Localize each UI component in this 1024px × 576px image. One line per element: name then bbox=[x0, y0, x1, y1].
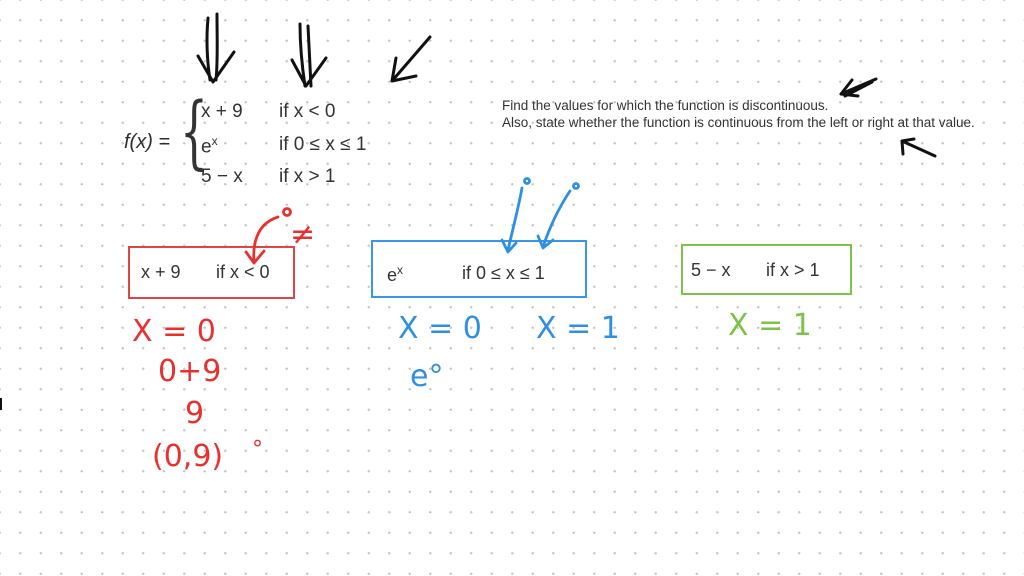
piece-row-3: 5 − x bbox=[201, 166, 243, 188]
green-note-x1: X = 1 bbox=[728, 308, 812, 343]
red-note-degree: ° bbox=[252, 437, 263, 462]
instructions: Find the values for which the function i… bbox=[502, 97, 975, 131]
red-box-expr: x + 9 bbox=[141, 262, 181, 282]
blue-note-x1: X = 1 bbox=[536, 311, 620, 346]
piece-3-condition: if x > 1 bbox=[279, 166, 336, 187]
piece-row-1: x + 9 bbox=[201, 101, 243, 123]
blue-piece-box: ex if 0 ≤ x ≤ 1 bbox=[371, 240, 587, 298]
blue-box-exponent: x bbox=[397, 263, 404, 277]
green-piece-box: 5 − x if x > 1 bbox=[681, 244, 852, 295]
piece-1-condition: if x < 0 bbox=[279, 101, 336, 122]
blue-note-e0: e° bbox=[410, 359, 443, 394]
piece-1-expr: x + 9 bbox=[201, 101, 243, 122]
black-arrow-instructions bbox=[839, 77, 878, 98]
blue-arrow-1-dot bbox=[523, 177, 531, 185]
blue-box-expr: e bbox=[387, 265, 398, 285]
piece-row-2: ex bbox=[201, 134, 218, 158]
green-box-expr: 5 − x bbox=[691, 260, 731, 280]
piece-2-condition: if 0 ≤ x ≤ 1 bbox=[279, 134, 367, 155]
piece-2-expr: e bbox=[201, 136, 212, 158]
black-diagonal-arrow bbox=[390, 35, 432, 83]
black-arrow-lower bbox=[900, 137, 937, 158]
red-note-sum: 0+9 bbox=[158, 354, 221, 389]
blue-note-x0: X = 0 bbox=[398, 311, 482, 346]
instruction-line-2: Also, state whether the function is cont… bbox=[502, 115, 975, 130]
black-double-arrow-2 bbox=[290, 22, 328, 88]
red-degree-mark bbox=[282, 207, 292, 217]
piece-2-exponent: x bbox=[211, 134, 218, 148]
blue-box-expr-wrap: ex bbox=[387, 263, 403, 286]
left-edge-mark bbox=[0, 398, 2, 410]
piecewise-brace: { bbox=[180, 85, 208, 178]
blue-arrow-2-dot bbox=[572, 182, 580, 190]
green-box-condition: if x > 1 bbox=[766, 260, 820, 280]
piece-3-expr: 5 − x bbox=[201, 166, 243, 187]
instruction-line-1: Find the values for which the function i… bbox=[502, 98, 829, 113]
red-piece-box: x + 9 if x < 0 bbox=[128, 246, 295, 299]
red-note-x0: X = 0 bbox=[132, 314, 216, 349]
blue-box-condition: if 0 ≤ x ≤ 1 bbox=[462, 263, 545, 283]
red-note-point: (0,9) bbox=[152, 439, 223, 474]
red-box-condition: if x < 0 bbox=[216, 262, 270, 282]
function-label: f(x) = bbox=[124, 131, 171, 153]
red-note-9: 9 bbox=[185, 396, 204, 431]
black-double-arrow-1 bbox=[196, 12, 236, 84]
